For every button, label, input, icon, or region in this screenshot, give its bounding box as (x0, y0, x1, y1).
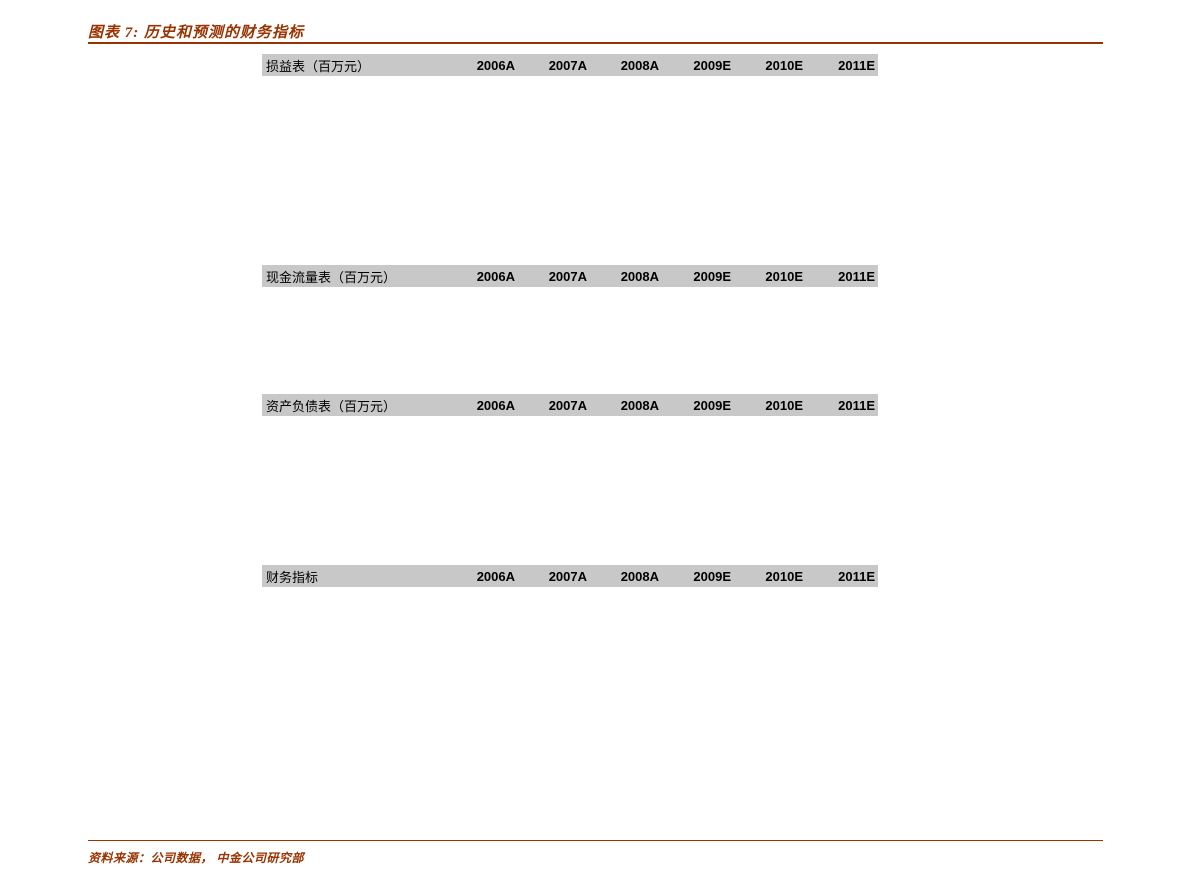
year-column-header: 2008A (620, 568, 659, 584)
year-column-header: 2008A (620, 57, 659, 73)
year-column-header: 2010E (765, 568, 803, 584)
year-column-header: 2011E (838, 397, 875, 413)
year-column-header: 2008A (620, 268, 659, 284)
year-column-header: 2007A (548, 57, 587, 73)
header-divider (88, 42, 1103, 44)
year-column-header: 2010E (765, 268, 803, 284)
year-column-header: 2011E (838, 568, 875, 584)
footer-divider (88, 840, 1103, 841)
year-column-header: 2010E (765, 397, 803, 413)
year-column-header: 2006A (476, 57, 515, 73)
year-column-header: 2006A (476, 397, 515, 413)
year-column-header: 2007A (548, 397, 587, 413)
figure-title: 图表 7: 历史和预测的财务指标 (88, 25, 304, 41)
table-title: 损益表（百万元） (266, 58, 371, 74)
year-column-header: 2007A (548, 268, 587, 284)
table-header-cash-flow: 现金流量表（百万元） 2006A 2007A 2008A 2009E 2010E… (262, 265, 878, 287)
year-column-header: 2011E (838, 268, 875, 284)
year-column-header: 2010E (765, 57, 803, 73)
year-column-header: 2011E (838, 57, 875, 73)
year-column-header: 2009E (693, 568, 731, 584)
table-header-financial-ratios: 财务指标 2006A 2007A 2008A 2009E 2010E 2011E (262, 565, 878, 587)
source-note: 资料来源：公司数据， 中金公司研究部 (88, 851, 305, 865)
year-column-header: 2009E (693, 397, 731, 413)
year-column-header: 2009E (693, 57, 731, 73)
year-column-header: 2007A (548, 568, 587, 584)
table-header-income-statement: 损益表（百万元） 2006A 2007A 2008A 2009E 2010E 2… (262, 54, 878, 76)
year-column-header: 2006A (476, 568, 515, 584)
year-column-header: 2009E (693, 268, 731, 284)
year-column-header: 2008A (620, 397, 659, 413)
table-title: 现金流量表（百万元） (266, 269, 397, 285)
table-title: 资产负债表（百万元） (266, 398, 397, 414)
year-column-header: 2006A (476, 268, 515, 284)
table-header-balance-sheet: 资产负债表（百万元） 2006A 2007A 2008A 2009E 2010E… (262, 394, 878, 416)
table-title: 财务指标 (266, 569, 319, 585)
